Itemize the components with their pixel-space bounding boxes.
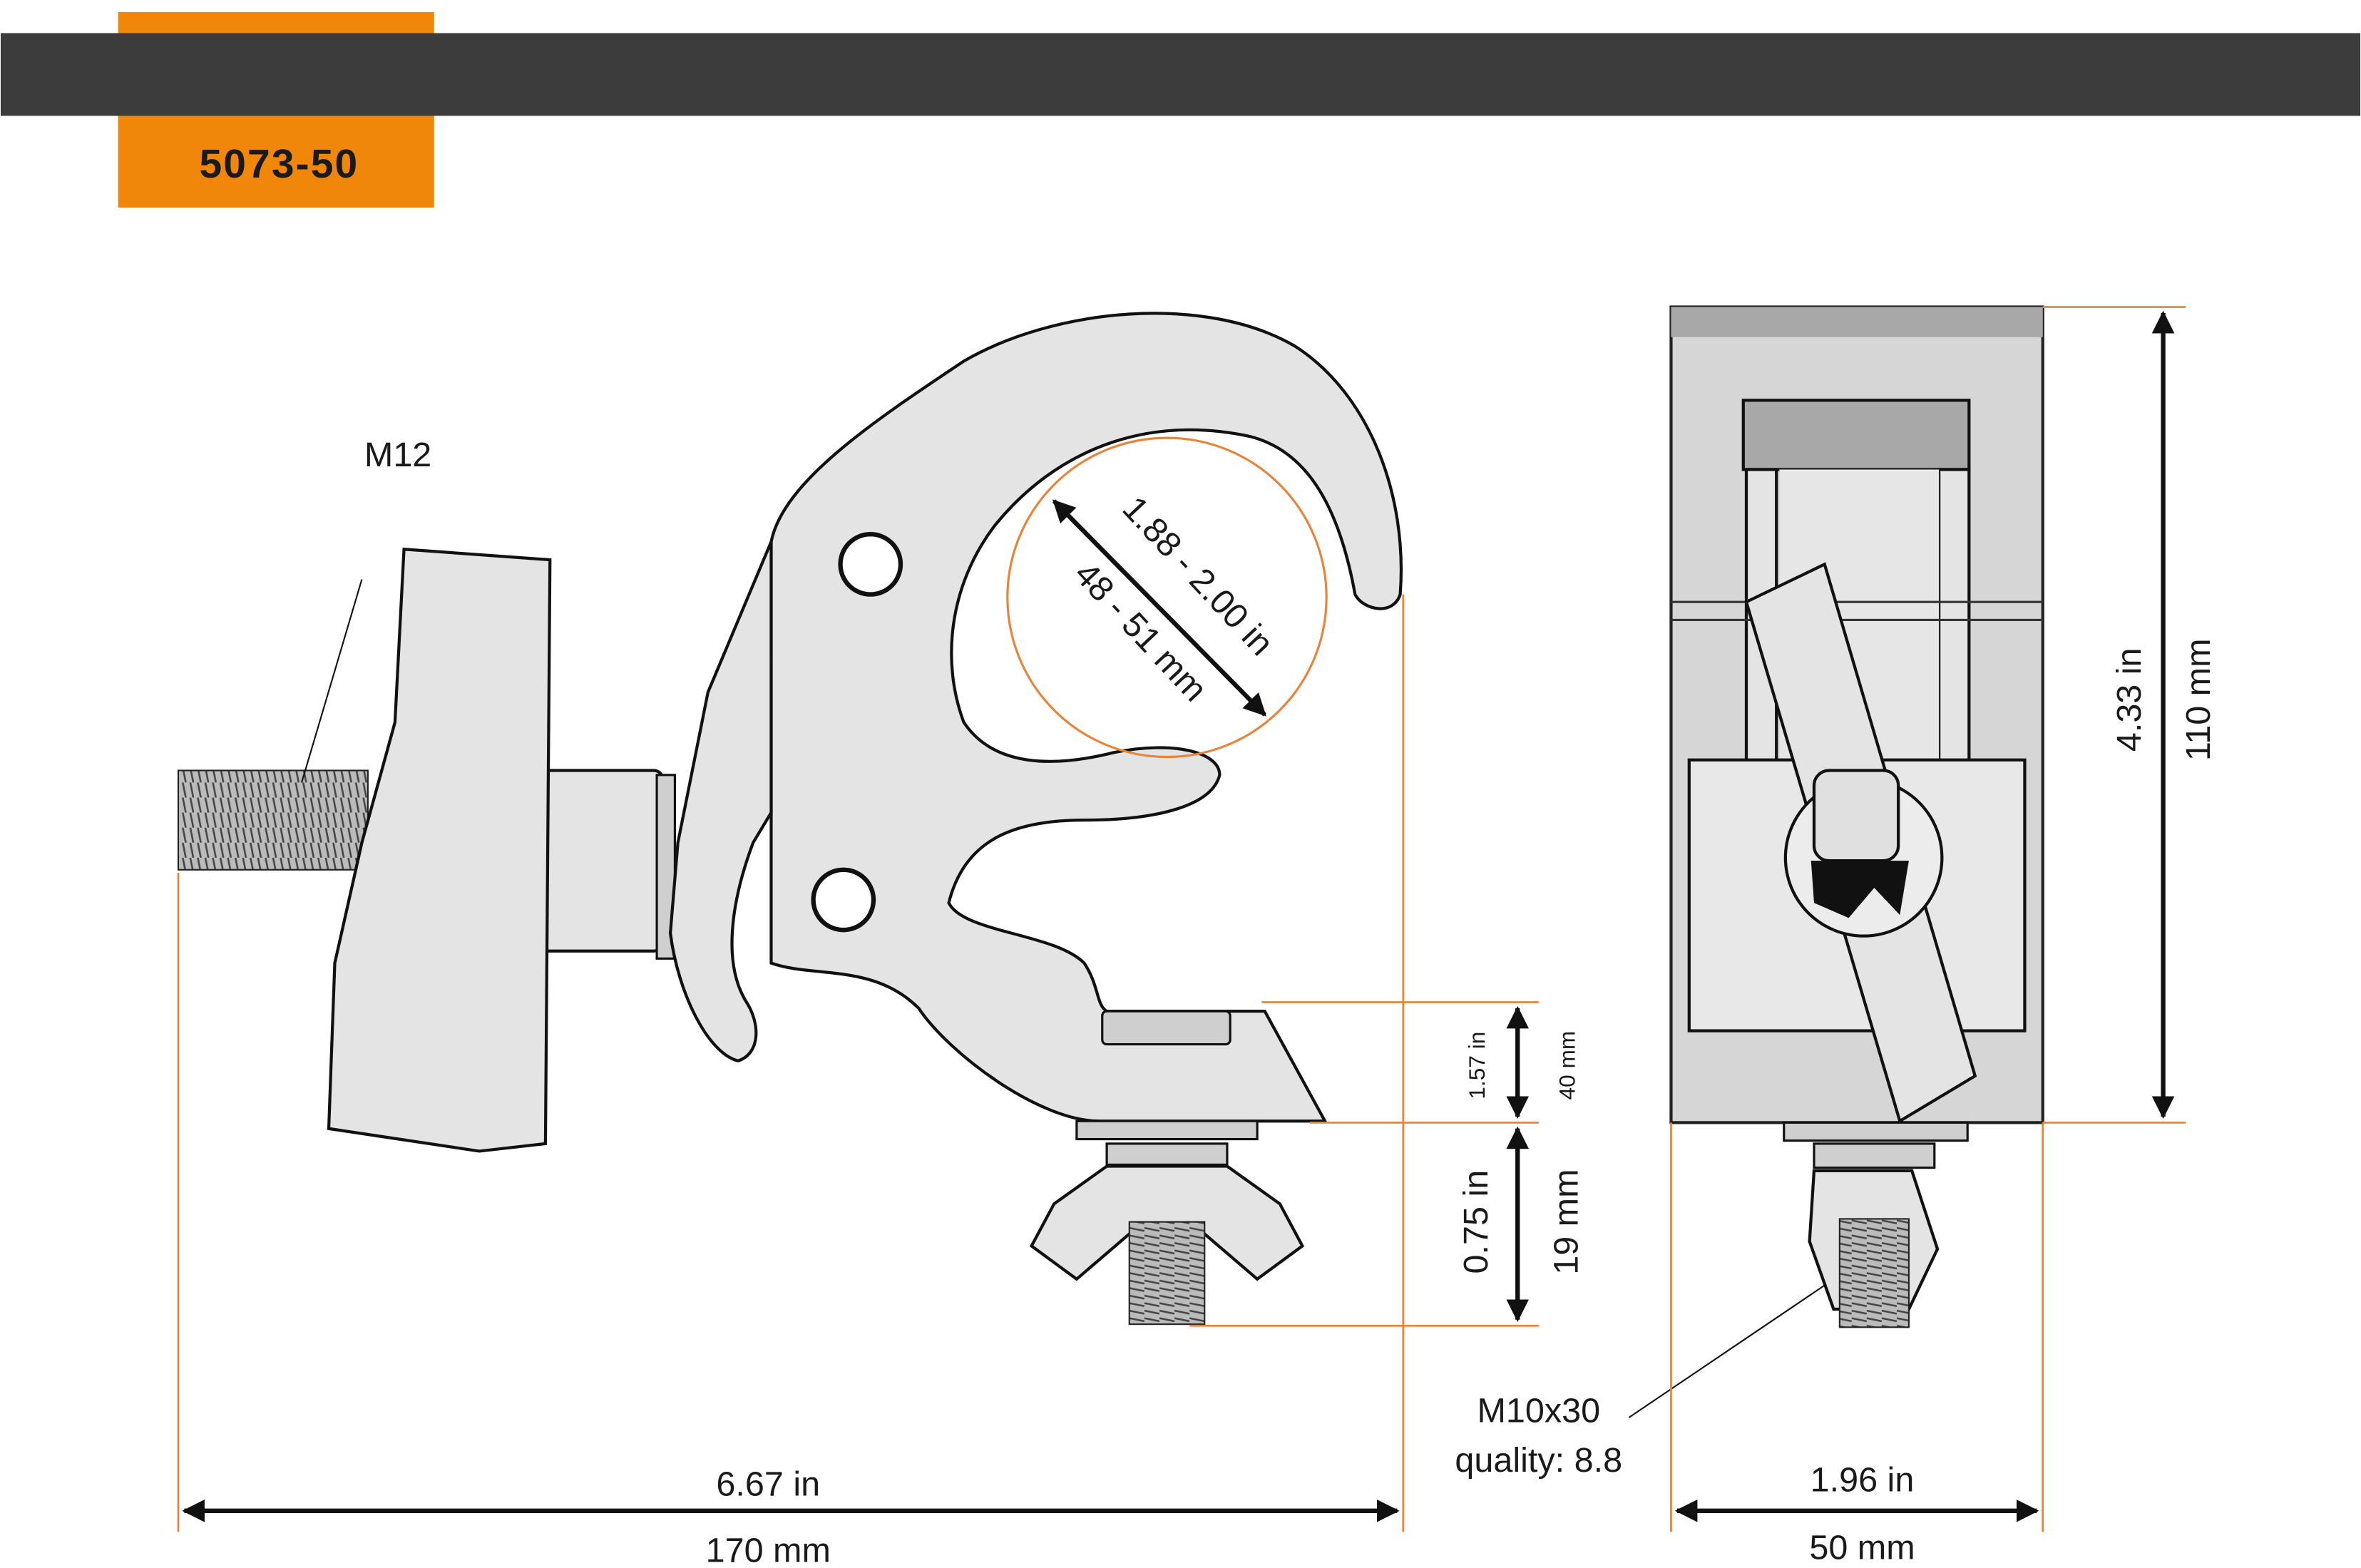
jaw-height-mm: 40 mm bbox=[1554, 1031, 1579, 1100]
clamp-lever bbox=[668, 540, 773, 1063]
height-mm: 110 mm bbox=[2179, 638, 2218, 761]
bolt-spec: M10x30 bbox=[1477, 1391, 1600, 1430]
front-width-mm: 50 mm bbox=[1809, 1528, 1915, 1567]
rivet-top bbox=[838, 532, 903, 597]
thread-label-m12: M12 bbox=[364, 436, 431, 474]
wing-knob bbox=[327, 548, 552, 1153]
height-in: 4.33 in bbox=[2110, 647, 2149, 752]
bolt-length-mm: 19 mm bbox=[1547, 1169, 1586, 1274]
front-view-dimensions: 4.33 in 110 mm 1.96 in 50 mm bbox=[1670, 306, 2218, 1567]
bolt-length-in: 0.75 in bbox=[1457, 1170, 1495, 1274]
m12-thread bbox=[177, 769, 369, 871]
front-width-in: 1.96 in bbox=[1811, 1460, 1915, 1499]
jaw-height-in: 1.57 in bbox=[1464, 1032, 1490, 1100]
side-view-dimensions: 6.67 in 170 mm 1.57 in 40 mm 0.75 in 19 … bbox=[177, 594, 1586, 1568]
pipe-diameter-circle bbox=[1006, 436, 1328, 759]
header-bar bbox=[0, 33, 2361, 116]
width-mm: 170 mm bbox=[706, 1532, 831, 1568]
width-in: 6.67 in bbox=[716, 1465, 820, 1504]
part-number: 5073-50 bbox=[199, 141, 359, 187]
bolt-quality: quality: 8.8 bbox=[1455, 1441, 1622, 1480]
rivet-bottom bbox=[811, 867, 876, 933]
m10-bolt bbox=[1128, 1221, 1206, 1326]
clamp-front-view bbox=[1669, 305, 2044, 1328]
clamp-side-view: 1.88 - 2.00 in 48 - 51 mm M12 bbox=[177, 312, 1403, 1326]
clamp-body bbox=[769, 312, 1403, 1123]
